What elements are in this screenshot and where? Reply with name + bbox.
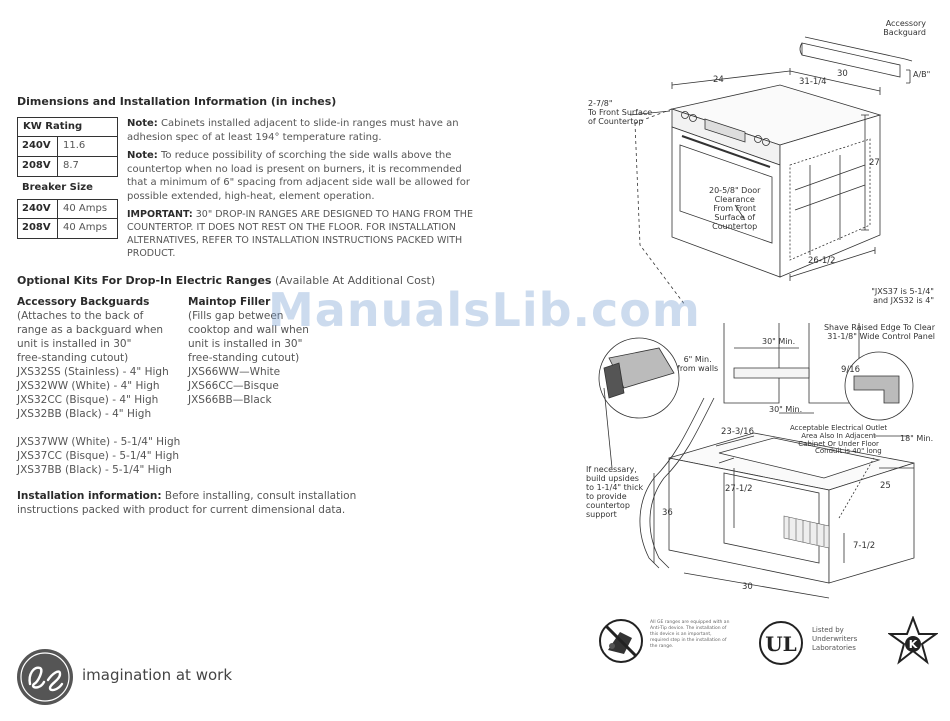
list-item: JXS32BB (Black) - 4" High: [17, 408, 152, 420]
note-scorching: Note: To reduce possibility of scorching…: [127, 149, 477, 203]
note-important: IMPORTANT: 30" DROP-IN RANGES ARE DESIGN…: [127, 208, 477, 260]
range-dimension-diagram: [629, 36, 913, 305]
value-cell: 11.6: [63, 140, 86, 151]
ul-mark-text: UL: [765, 632, 797, 656]
ratings-table: KW Rating 240V 11.6 208V 8.7 Breaker Siz…: [17, 117, 118, 239]
list-item: unit is installed in 30": [17, 338, 132, 350]
list-item: JXS37CC (Bisque) - 5-1/4" High: [17, 450, 180, 462]
list-item: unit is installed in 30": [188, 338, 303, 350]
list-item: JXS37BB (Black) - 5-1/4" High: [17, 464, 172, 476]
installation-info: Installation information: Before install…: [17, 489, 367, 517]
accessory-backguard-label: Accessory Backguard: [883, 19, 926, 37]
notes-block: Note: Cabinets installed adjacent to sli…: [127, 117, 477, 265]
list-item: JXS32CC (Bisque) - 4" High: [17, 394, 159, 406]
watermark: ManualsLib.com: [268, 283, 701, 337]
dim-36-label: 36: [662, 508, 673, 518]
kits-heading: Optional Kits For Drop-In Electric Range…: [17, 274, 435, 287]
list-item: JXS32SS (Stainless) - 4" High: [17, 366, 169, 378]
front-surface-label: 2-7/8" To Front Surface of Countertop: [588, 99, 653, 126]
backguards-title: Accessory Backguards: [17, 296, 150, 308]
depth-24-label: 24: [713, 75, 724, 85]
door-clearance-label: 20-5/8" Door Clearance From Front Surfac…: [709, 186, 761, 231]
table-row: 208V 8.7: [17, 157, 118, 177]
note-adhesion: Note: Cabinets installed adjacent to sli…: [127, 117, 477, 144]
list-item: JXS66WW—White: [188, 366, 281, 378]
shave-edge-label: Shave Raised Edge To Clear 31-1/8" Wide …: [823, 323, 935, 341]
min-18-label: 18" Min.: [900, 434, 934, 443]
important-label: IMPORTANT:: [127, 209, 193, 220]
min-6-walls-label: 6" Min. from walls: [677, 355, 719, 373]
note-label: Note:: [127, 118, 158, 129]
installation-label: Installation information:: [17, 490, 162, 502]
conduit-label: Conduit is 40" long: [815, 447, 882, 455]
voltage-cell: 240V: [18, 200, 58, 218]
electrical-outlet-label: Acceptable Electrical Outlet Area Also I…: [790, 424, 888, 448]
ul-logo-icon: UL: [759, 621, 803, 665]
list-item: JXS66BB—Black: [188, 394, 272, 406]
build-upsides-label: If necessary, build upsides to 1-1/4" th…: [586, 465, 644, 519]
list-item: free-standing cutout): [17, 352, 129, 364]
note-text: Cabinets installed adjacent to slide-in …: [127, 118, 459, 143]
kits-subtitle: (Available At Additional Cost): [271, 274, 436, 287]
list-item: (Attaches to the back of: [17, 310, 144, 322]
list-item: JXS66CC—Bisque: [188, 380, 279, 392]
dim-30-bottom-label: 30: [742, 582, 753, 592]
star-k-text: K: [909, 638, 918, 651]
list-item: (Fills gap between: [188, 310, 284, 322]
width-30-label: 30: [837, 69, 848, 79]
voltage-cell: 208V: [18, 157, 58, 176]
kits-title: Optional Kits For Drop-In Electric Range…: [17, 274, 272, 287]
dim-31-1-4-label: 31-1/4: [799, 77, 827, 87]
breaker-size-label: Breaker Size: [22, 182, 93, 193]
table-row: 240V 11.6: [17, 137, 118, 157]
anti-tip-icon: [599, 619, 643, 663]
dim-7-1-2-label: 7-1/2: [853, 541, 876, 551]
kw-rating-label: KW Rating: [17, 117, 118, 137]
value-cell: 8.7: [63, 160, 79, 171]
filler-title: Maintop Filler: [188, 296, 271, 308]
dim-23-3-16-label: 23-3/16: [721, 427, 754, 437]
installation-text: Before installing, consult installation …: [17, 490, 357, 516]
list-item: cooktop and wall when: [188, 324, 309, 336]
min-30-top-label: 30" Min.: [762, 337, 796, 346]
note-label: Note:: [127, 150, 158, 161]
ge-logo-icon: [17, 649, 73, 705]
table-row: 208V 40 Amps: [17, 219, 118, 239]
list-item: range as a backguard when: [17, 324, 164, 336]
ab-dimension-label: A/B": [913, 70, 931, 79]
star-k-icon: K: [888, 616, 938, 665]
list-item: free-standing cutout): [188, 352, 300, 364]
filler-list: Maintop Filler (Fills gap between cookto…: [188, 295, 328, 407]
anti-tip-text: All GE ranges are equipped with an Anti-…: [650, 620, 730, 649]
min-30-mid-label: 30" Min.: [769, 405, 803, 414]
jxs-note-label: "JXS37 is 5-1/4" and JXS32 is 4": [871, 287, 934, 305]
dim-9-16-label: 9/16: [841, 365, 861, 375]
list-item: JXS32WW (White) - 4" High: [17, 380, 160, 392]
voltage-cell: 240V: [18, 137, 58, 156]
height-27-label: 27: [869, 158, 880, 168]
dim-25-label: 25: [880, 481, 891, 491]
value-cell: 40 Amps: [63, 222, 108, 233]
ul-listed-text: Listed by Underwriters Laboratories: [812, 626, 858, 652]
page-title: Dimensions and Installation Information …: [17, 95, 337, 108]
dim-27-1-2-label: 27-1/2: [725, 484, 753, 494]
list-item: JXS37WW (White) - 5-1/4" High: [17, 436, 181, 448]
dim-26-1-2-label: 26-1/2: [808, 256, 836, 266]
value-cell: 40 Amps: [63, 203, 108, 214]
tagline: imagination at work: [82, 666, 232, 684]
backguards-list: Accessory Backguards (Attaches to the ba…: [17, 295, 187, 477]
voltage-cell: 208V: [18, 219, 58, 238]
note-text: To reduce possibility of scorching the s…: [127, 150, 470, 202]
cutout-dimension-diagram: [598, 323, 915, 599]
table-row: 240V 40 Amps: [17, 199, 118, 219]
important-text: 30" DROP-IN RANGES ARE DESIGNED TO HANG …: [127, 209, 473, 259]
